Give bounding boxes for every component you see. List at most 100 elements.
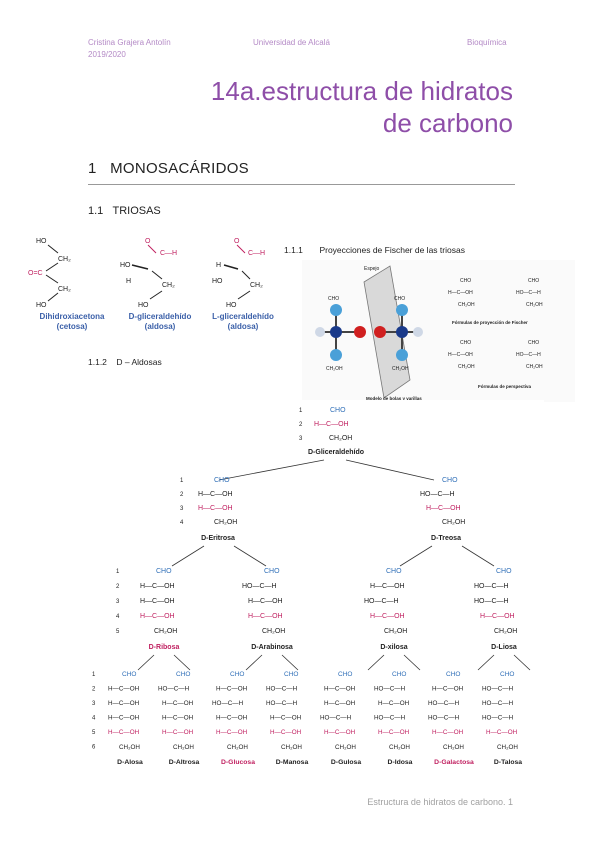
svg-text:1: 1 — [116, 569, 120, 575]
header-university: Universidad de Alcalá — [253, 38, 330, 47]
subsubsection-number: 1.1.2 — [88, 357, 107, 367]
aldose-l2-3: D-Liosa — [491, 644, 517, 651]
svg-text:HO—C—H: HO—C—H — [482, 715, 514, 722]
svg-text:2: 2 — [180, 492, 184, 498]
level3-group: 123456CHOH—C—OHH—C—OHH—C—OHH—C—OHCH₂OHD-… — [92, 671, 522, 766]
svg-text:HO: HO — [212, 278, 223, 285]
svg-text:CH₂OH: CH₂OH — [389, 744, 410, 751]
aldose-l3-structure: CHOH—C—OHHO—C—HH—C—OHH—C—OHCH₂OHD-Glucos… — [212, 671, 255, 766]
svg-text:CHO: CHO — [176, 671, 190, 678]
svg-text:HO—C—H: HO—C—H — [474, 583, 509, 590]
svg-text:HO—C—H: HO—C—H — [364, 598, 399, 605]
svg-text:HO—C—H: HO—C—H — [374, 686, 406, 693]
svg-text:H—C—OH: H—C—OH — [216, 715, 248, 722]
svg-text:HO—C—H: HO—C—H — [482, 686, 514, 693]
svg-text:C—H: C—H — [248, 250, 265, 257]
svg-text:CH₂OH: CH₂OH — [329, 435, 352, 442]
page-title: 14a.estructura de hidratos de carbono — [211, 75, 513, 139]
fischer-projection-figure: Espejo CHO CH₂OH CHO CH₂OH Modelo de bol… — [302, 260, 575, 402]
svg-text:CH₂OH: CH₂OH — [526, 302, 543, 308]
subsubsection-label: Proyecciones de Fischer de las triosas — [319, 245, 465, 255]
svg-text:2: 2 — [116, 584, 120, 590]
svg-text:HO—C—H: HO—C—H — [212, 700, 244, 707]
svg-text:CHO: CHO — [394, 296, 405, 302]
svg-text:HO—C—H: HO—C—H — [374, 715, 406, 722]
svg-text:H—C—OH: H—C—OH — [324, 729, 356, 736]
header-subject: Bioquímica — [467, 38, 507, 47]
svg-text:H—C—OH: H—C—OH — [162, 700, 194, 707]
svg-text:O: O — [234, 238, 240, 245]
svg-text:CH₂OH: CH₂OH — [173, 744, 194, 751]
svg-text:H—C—OH: H—C—OH — [370, 613, 405, 620]
svg-text:CH₂OH: CH₂OH — [214, 519, 237, 526]
svg-text:H—C—OH: H—C—OH — [108, 729, 140, 736]
aldose-l3-7: D-Talosa — [494, 759, 522, 766]
subsubsection-label: D – Aldosas — [116, 357, 162, 367]
svg-text:3: 3 — [116, 599, 120, 605]
svg-text:CH₂OH: CH₂OH — [443, 744, 464, 751]
aldose-l3-4: D-Gulosa — [331, 759, 361, 766]
aldose-l3-structure: CHOH—C—OHHO—C—HHO—C—HH—C—OHCH₂OHD-Galact… — [428, 671, 474, 766]
svg-text:H—C—OH: H—C—OH — [140, 598, 175, 605]
aldose-l3-structure: 123456CHOH—C—OHH—C—OHH—C—OHH—C—OHCH₂OHD-… — [92, 671, 143, 766]
svg-text:H—C—OH: H—C—OH — [198, 505, 233, 512]
svg-text:3: 3 — [92, 701, 96, 707]
fischer-projections: CHO H—C—OH CH₂OH CHO HO—C—H CH₂OH Fórmul… — [448, 278, 543, 389]
svg-text:HO—C—H: HO—C—H — [474, 598, 509, 605]
svg-text:H—C—OH: H—C—OH — [108, 715, 140, 722]
svg-text:HO—C—H: HO—C—H — [242, 583, 277, 590]
d-gliceraldehido-structure: O C—H HO H CH₂ HO — [120, 238, 177, 309]
svg-text:CHO: CHO — [446, 671, 460, 678]
svg-text:CHO: CHO — [496, 568, 512, 575]
svg-text:6: 6 — [92, 745, 96, 751]
d-treosa-fischer: CHO HO—C—H H—C—OH CH₂OH D-Treosa — [420, 477, 465, 542]
svg-text:CHO: CHO — [284, 671, 298, 678]
aldose-l2-0: D-Ribosa — [149, 644, 180, 651]
svg-text:H—C—OH: H—C—OH — [198, 491, 233, 498]
aldose-l2-1: D-Arabinosa — [251, 644, 293, 651]
svg-text:CHO: CHO — [156, 568, 172, 575]
svg-text:CH₂OH: CH₂OH — [497, 744, 518, 751]
svg-text:H—C—OH: H—C—OH — [270, 729, 302, 736]
section-heading-monosacaridos: 1 MONOSACÁRIDOS — [88, 160, 249, 177]
svg-text:H—C—OH: H—C—OH — [108, 686, 140, 693]
svg-text:H—C—OH: H—C—OH — [140, 613, 175, 620]
svg-text:H—C—OH: H—C—OH — [324, 686, 356, 693]
aldose-l3-6: D-Galactosa — [434, 759, 474, 766]
svg-text:CH₂OH: CH₂OH — [526, 364, 543, 370]
svg-text:H—C—OH: H—C—OH — [270, 715, 302, 722]
svg-text:H—C—OH: H—C—OH — [448, 352, 473, 358]
svg-text:HO—C—H: HO—C—H — [266, 700, 298, 707]
svg-text:1: 1 — [180, 478, 184, 484]
svg-text:H—C—OH: H—C—OH — [378, 729, 410, 736]
triosas-figure: HO CH₂ O=C CH₂ HO O C—H HO H CH₂ HO O C—… — [28, 238, 274, 331]
d-gliceraldehido-fischer: 1 2 3 CHO H—C—OH CH₂OH D-Gliceraldehído — [299, 407, 364, 456]
svg-text:O=C: O=C — [28, 270, 43, 277]
mirror-label: Espejo — [364, 266, 380, 272]
perspective-caption: Fórmulas de perspectiva — [478, 384, 532, 389]
svg-text:CH₂OH: CH₂OH — [442, 519, 465, 526]
svg-text:H—C—OH: H—C—OH — [448, 290, 473, 296]
triosa-sub-1: (aldosa) — [145, 322, 176, 331]
aldose-l3-3: D-Manosa — [276, 759, 309, 766]
triosa-name-0: Dihidroxiacetona — [40, 312, 105, 321]
svg-text:H—C—OH: H—C—OH — [432, 686, 464, 693]
svg-text:H—C—OH: H—C—OH — [248, 613, 283, 620]
svg-text:CH₂OH: CH₂OH — [326, 366, 343, 372]
svg-text:CHO: CHO — [392, 671, 406, 678]
svg-text:H—C—OH: H—C—OH — [162, 729, 194, 736]
svg-text:CH₂: CH₂ — [58, 286, 71, 293]
svg-text:5: 5 — [116, 629, 120, 635]
svg-text:HO—C—H: HO—C—H — [482, 700, 514, 707]
d-eritrosa-fischer: 1 2 3 4 CHO H—C—OH H—C—OH CH₂OH D-Eritro… — [180, 477, 237, 542]
svg-text:HO—C—H: HO—C—H — [516, 290, 541, 296]
aldose-l2-2: D-xilosa — [380, 644, 407, 651]
course-year: 2019/2020 — [88, 50, 126, 59]
subsection-heading-triosas: 1.1 TRIOSAS — [88, 205, 161, 217]
svg-text:4: 4 — [180, 520, 184, 526]
svg-text:H—C—OH: H—C—OH — [480, 613, 515, 620]
svg-text:H—C—OH: H—C—OH — [426, 505, 461, 512]
